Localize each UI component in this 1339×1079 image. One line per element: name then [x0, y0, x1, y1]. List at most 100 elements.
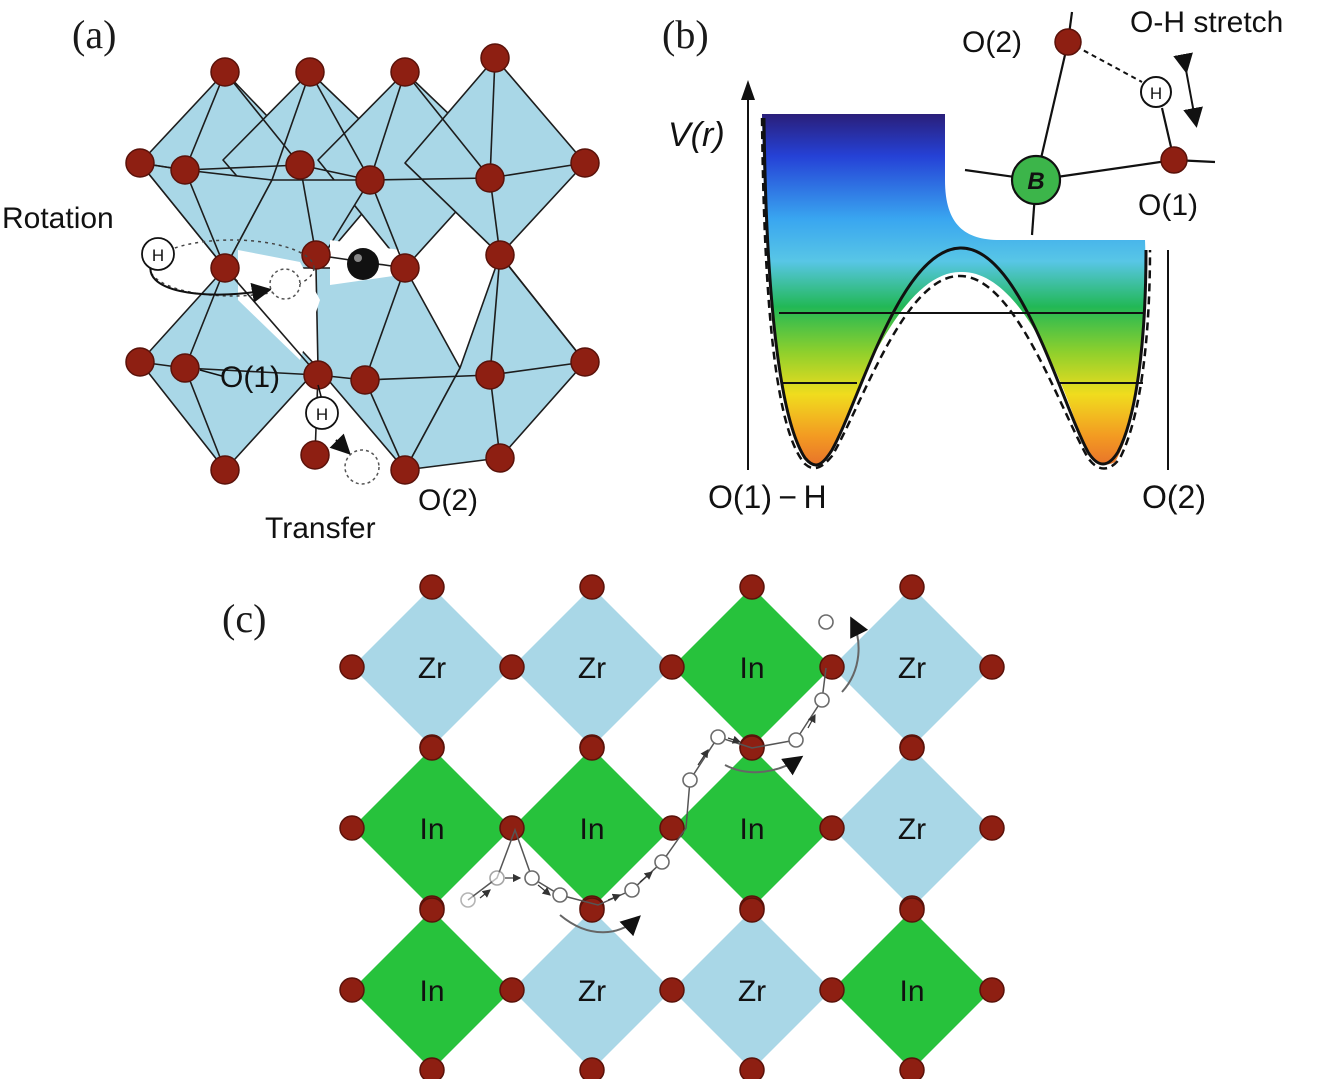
octahedron-zr: [512, 910, 672, 1070]
oxygen-atom: [579, 1057, 605, 1079]
octahedron-zr: [512, 587, 672, 747]
octahedron-in: [672, 587, 832, 747]
o2-label: O(2): [418, 484, 478, 517]
oxygen-atom: [170, 155, 200, 185]
inset-oxygen-o2: [1054, 28, 1082, 56]
potential-energy-fill: [762, 114, 1146, 465]
oxygen-atom: [303, 360, 333, 390]
octahedra-upper: [139, 57, 586, 269]
oxygen-atom: [419, 735, 445, 761]
cation-label: Zr: [898, 652, 926, 685]
rotation-mechanism: H: [141, 237, 315, 303]
oxygen-atom: [390, 253, 420, 283]
cation-label: In: [739, 813, 764, 846]
oxygen-atom: [659, 654, 685, 680]
oxygen-atom: [739, 897, 765, 923]
oxygen-atom: [300, 440, 330, 470]
x-left-label: O(1) − H: [708, 479, 827, 515]
oxygen-atom: [659, 977, 685, 1003]
oxygen-atom: [499, 654, 525, 680]
oxygen-atom: [210, 57, 240, 87]
proton-position: [788, 732, 804, 748]
stretch-arrow: [1173, 52, 1203, 128]
proton-position: [654, 854, 670, 870]
octahedron-zr: [832, 587, 992, 747]
oxygen-atom: [419, 1057, 445, 1079]
oxygen-atom: [295, 57, 325, 87]
inset-oxygen-o1: [1160, 146, 1188, 174]
proton-migration-path: [460, 614, 869, 937]
octahedron-in: [512, 748, 672, 908]
oxygen-atom: [979, 654, 1005, 680]
cation-label: Zr: [898, 813, 926, 846]
proton-position: [682, 772, 698, 788]
hydrogen-atom-transfer: [305, 396, 339, 430]
cation-label: In: [739, 652, 764, 685]
hydrogen-label: H: [152, 246, 164, 265]
panel-b-label: (b): [662, 12, 709, 57]
proton-position: [710, 729, 726, 745]
proton-position: [818, 614, 834, 630]
oxygen-atom: [339, 815, 365, 841]
a-site-cation: [347, 248, 379, 280]
oxygen-atom: [390, 57, 420, 87]
oxygen-atom: [739, 1057, 765, 1079]
octahedron-in: [832, 910, 992, 1070]
oxygen-atom: [419, 897, 445, 923]
oxygen-atom: [979, 977, 1005, 1003]
proton-position: [814, 692, 830, 708]
proton-position: [624, 882, 640, 898]
cation-label: In: [419, 975, 444, 1008]
oxygen-atom: [579, 574, 605, 600]
oxygen-atom: [485, 240, 515, 270]
oxygen-atom: [285, 150, 315, 180]
octahedron-zr: [352, 587, 512, 747]
rotation-label: Rotation: [2, 202, 114, 235]
oxygen-atom: [979, 815, 1005, 841]
cation-label: Zr: [418, 652, 446, 685]
octahedron-zr: [672, 910, 832, 1070]
o1-label: O(1): [220, 361, 280, 394]
a-site-highlight: [354, 254, 362, 262]
panel-b: (b) V(r) O(1) − H O(2): [662, 6, 1283, 515]
oxygen-atom: [579, 735, 605, 761]
cation-label: Zr: [578, 652, 606, 685]
hydrogen-label: H: [316, 405, 328, 424]
oxygen-atom: [355, 165, 385, 195]
oxygen-atom: [210, 455, 240, 485]
oxygen-atom: [659, 815, 685, 841]
oxygen-atom: [499, 977, 525, 1003]
octahedron-in: [352, 748, 512, 908]
oxygen-atoms-a: [125, 43, 600, 485]
octahedron-in: [352, 910, 512, 1070]
interstitial-gap: [238, 250, 320, 360]
oxygen-atom: [390, 455, 420, 485]
octahedron-zr: [832, 748, 992, 908]
cation-label: In: [899, 975, 924, 1008]
oxygen-atom: [475, 360, 505, 390]
oxygen-atom: [339, 654, 365, 680]
oxygen-atom: [125, 148, 155, 178]
potential-curve-dashed: [760, 117, 1152, 470]
potential-curve-solid: [762, 117, 1148, 467]
y-axis-arrow: [741, 80, 755, 100]
proton-position: [489, 870, 505, 886]
inset-hydrogen-label: H: [1150, 84, 1162, 103]
oxygen-atom: [170, 353, 200, 383]
oxygen-atom: [819, 654, 845, 680]
panel-c-label: (c): [222, 596, 266, 641]
oxygen-atom: [899, 897, 925, 923]
oxygen-atom: [899, 1057, 925, 1079]
inset-o2-label: O(2): [962, 26, 1022, 59]
oxygen-atom: [570, 347, 600, 377]
x-right-label: O(2): [1142, 479, 1206, 515]
oxygen-atom: [350, 365, 380, 395]
oxygen-atom: [570, 148, 600, 178]
octahedra-lower: [139, 254, 586, 471]
oxygen-atom: [210, 253, 240, 283]
oxygen-atom: [579, 897, 605, 923]
proton-position: [460, 892, 476, 908]
oxygen-atom: [301, 240, 331, 270]
